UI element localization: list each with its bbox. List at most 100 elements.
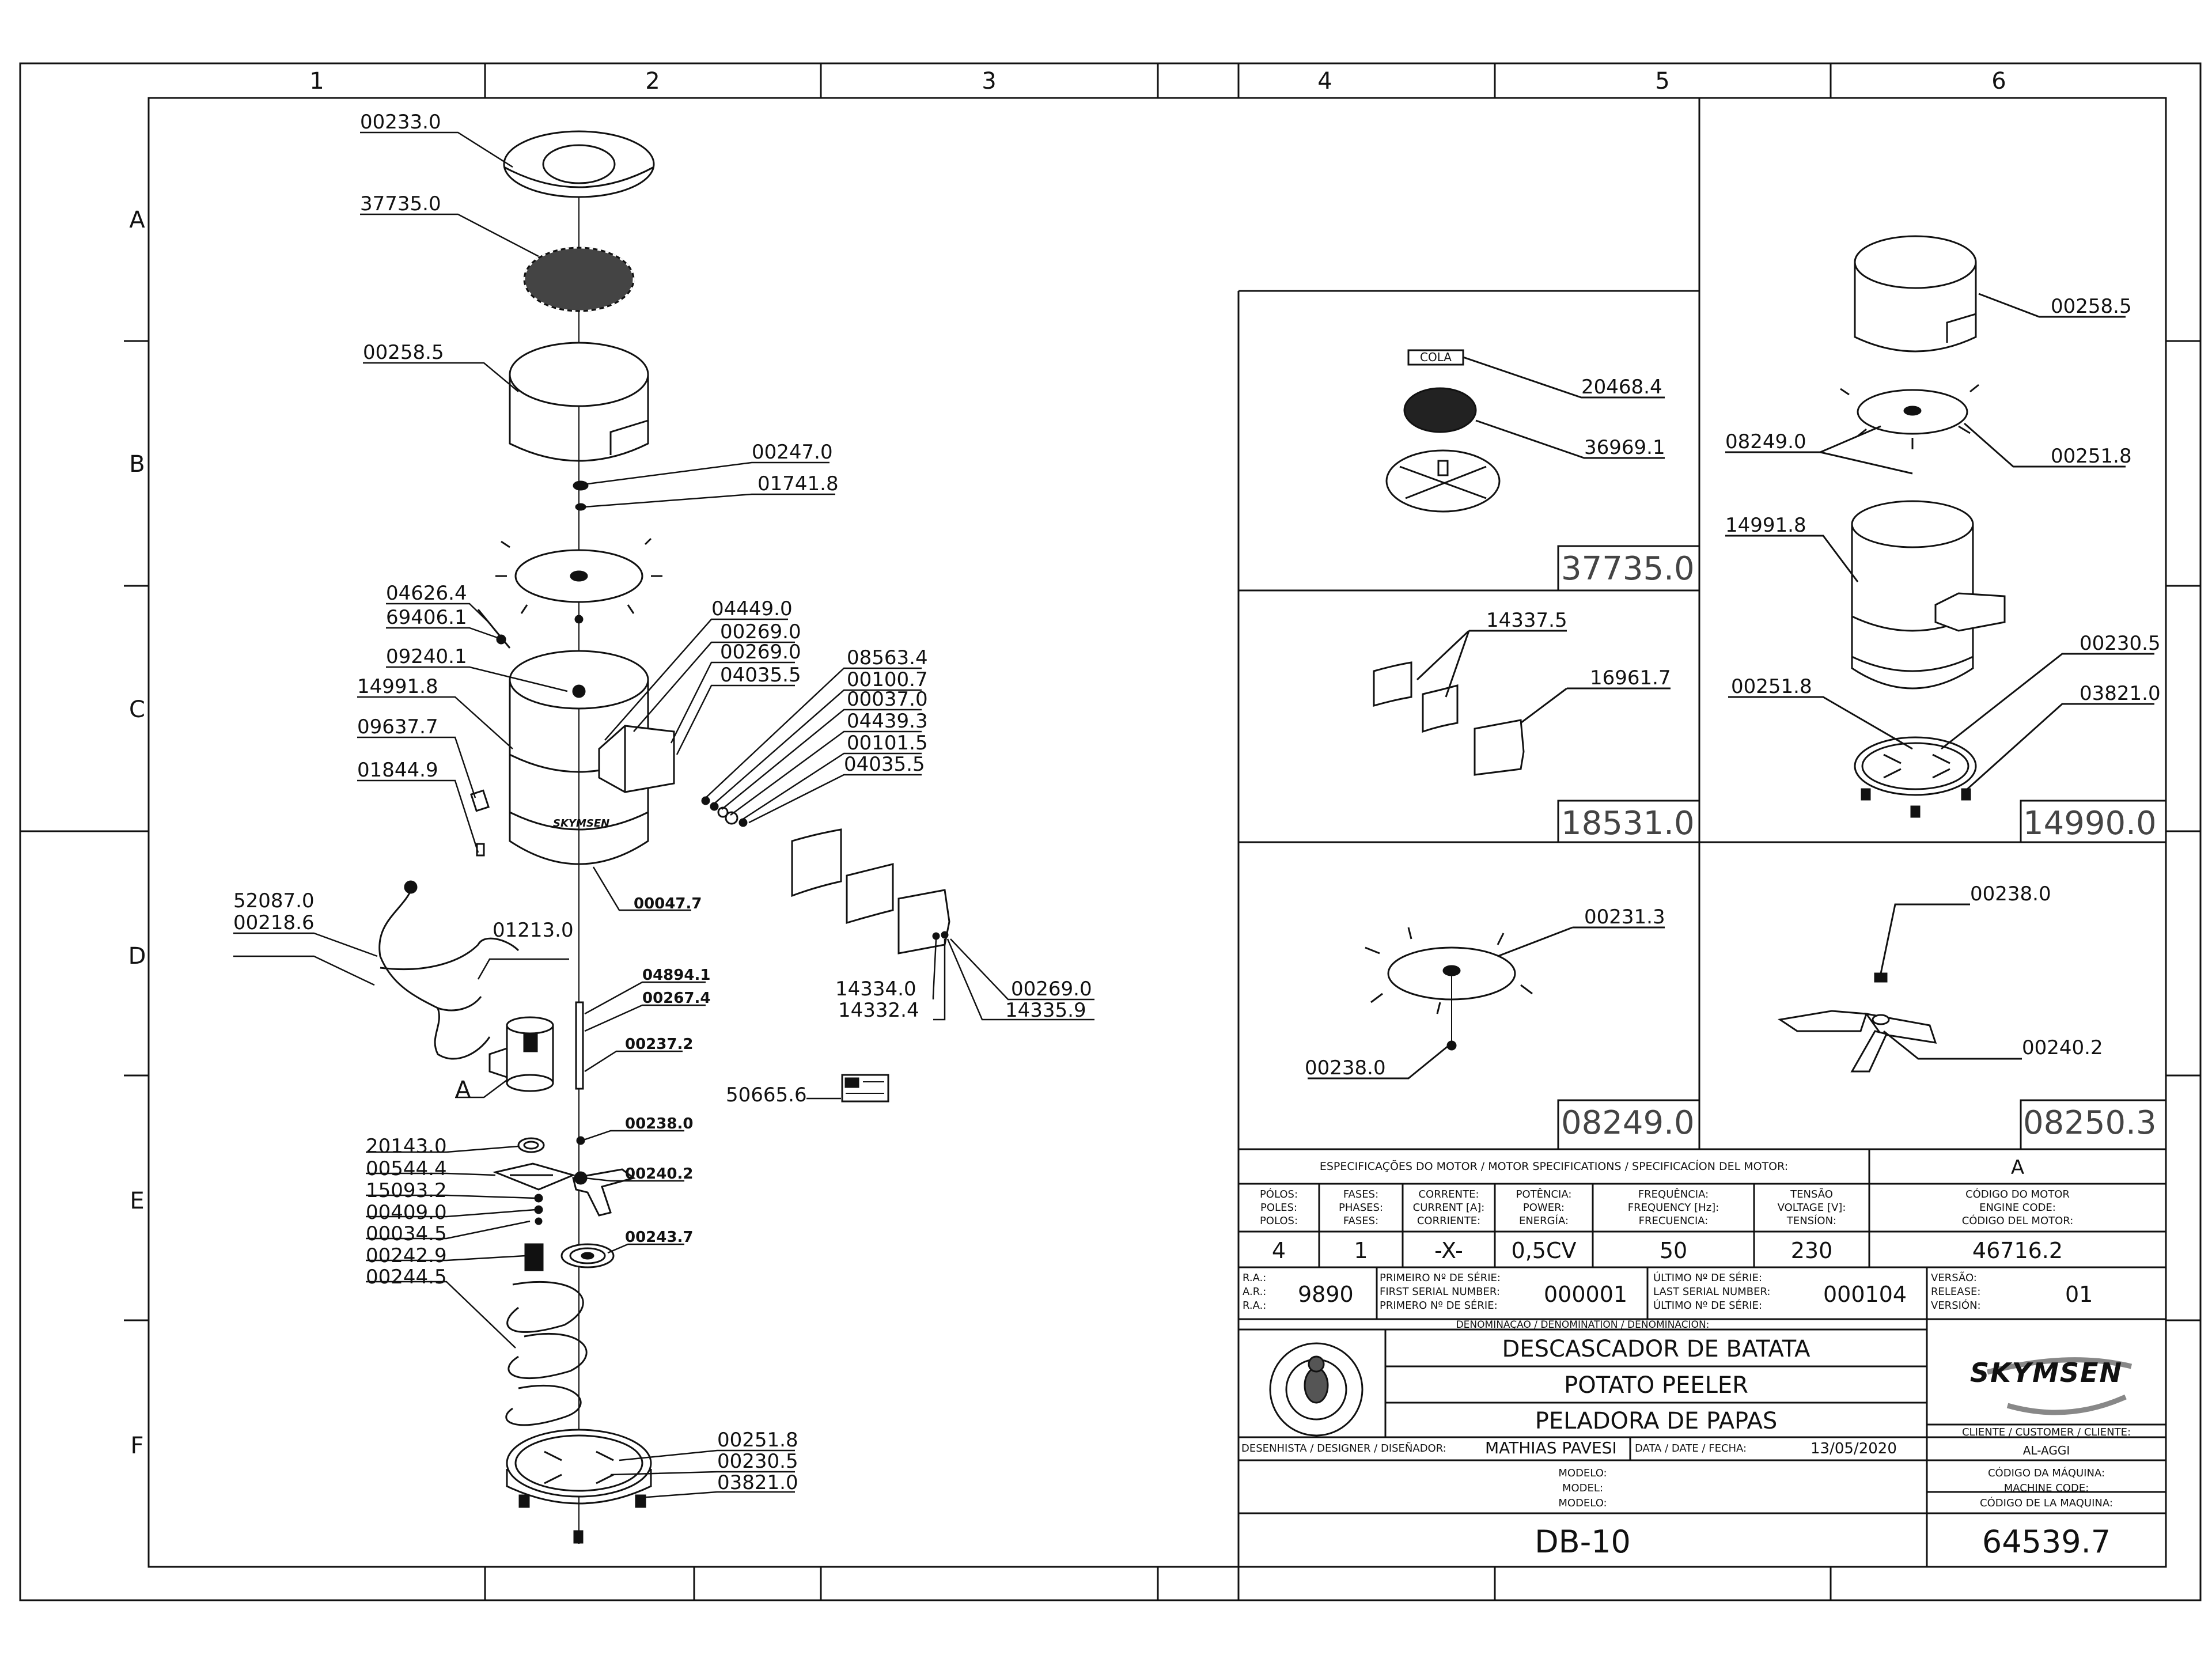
part-label: 00251.8	[2051, 445, 2132, 468]
grid-row-a: A	[129, 207, 145, 233]
label-first-serial: PRIMEIRO Nº DE SÉRIE:FIRST SERIAL NUMBER…	[1380, 1272, 1501, 1312]
grid-row-e: E	[130, 1188, 145, 1214]
product-name-pt: DESCASCADOR DE BATATA	[1502, 1336, 1810, 1362]
part-label: 00034.5	[366, 1222, 447, 1245]
part-label: 04626.4	[386, 582, 467, 605]
part-label: 20143.0	[366, 1135, 447, 1158]
part-label: 00100.7	[847, 668, 928, 691]
part-label: 00269.0	[720, 641, 801, 664]
part-label: 16961.7	[1590, 666, 1671, 690]
header-phases: FASES:PHASES:FASES:	[1339, 1188, 1383, 1227]
part-label: 50665.6	[726, 1084, 807, 1107]
label-ra: R.A.:A.R.:R.A.:	[1243, 1272, 1267, 1312]
header-power: POTÊNCIA:POWER:ENERGÍA:	[1516, 1188, 1572, 1227]
part-label: 04894.1	[642, 967, 711, 984]
svg-text:SKYMSEN: SKYMSEN	[553, 817, 609, 830]
designer-name: MATHIAS PAVESI	[1485, 1438, 1617, 1457]
part-label: 00238.0	[625, 1115, 694, 1132]
part-label: 04439.3	[847, 710, 928, 733]
grid-col-5: 5	[1655, 68, 1670, 94]
client-label: CLIENTE / CUSTOMER / CLIENTE:	[1961, 1426, 2131, 1438]
value-voltage: 230	[1790, 1238, 1833, 1263]
part-label: 00237.2	[625, 1036, 694, 1053]
part-label: 00218.6	[233, 911, 315, 934]
main-leader-lines	[233, 131, 1094, 1499]
motor-specs-header: ESPECIFICAÇÕES DO MOTOR / MOTOR SPECIFIC…	[1319, 1160, 1789, 1173]
part-label: 00269.0	[1011, 978, 1092, 1001]
outer-frame	[19, 62, 2202, 1601]
grid-col-6: 6	[1991, 68, 2006, 94]
part-label: 00238.0	[1970, 882, 2051, 906]
detail-37735-drawing	[1385, 349, 1665, 513]
header-frequency: FREQUÊNCIA:FREQUENCY [Hz]:FRECUENCIA:	[1627, 1188, 1719, 1227]
designer-label: DESENHISTA / DESIGNER / DISEÑADOR:	[1241, 1442, 1446, 1455]
label-last-serial: ÚLTIMO Nº DE SÉRIE:LAST SERIAL NUMBER:ÚL…	[1653, 1272, 1771, 1312]
part-label: 04035.5	[720, 664, 801, 687]
part-label: 00240.2	[625, 1165, 694, 1183]
part-label: 15093.2	[366, 1179, 447, 1202]
detail-14990-drawing	[1725, 235, 2154, 818]
part-label: 01213.0	[493, 919, 574, 942]
grid-col-4: 4	[1317, 68, 1332, 94]
part-label: 20468.4	[1581, 376, 1662, 399]
value-last-serial: 000104	[1823, 1282, 1907, 1307]
value-current: -X-	[1434, 1238, 1463, 1263]
part-label: 00231.3	[1584, 906, 1665, 929]
authorized-service-seal	[1269, 1342, 1363, 1437]
part-label: 00230.5	[2080, 632, 2161, 655]
part-label: 00544.4	[366, 1157, 447, 1180]
part-label: 04449.0	[711, 597, 793, 620]
part-label: 08249.0	[1725, 430, 1806, 453]
part-label: 00242.9	[366, 1244, 447, 1267]
date-value: 13/05/2020	[1810, 1440, 1897, 1457]
product-name-en: POTATO PEELER	[1564, 1372, 1748, 1399]
client-value: AL-AGGI	[2022, 1444, 2070, 1457]
date-label: DATA / DATE / FECHA:	[1635, 1442, 1747, 1455]
machine-code-value: 64539.7	[1982, 1524, 2111, 1560]
part-label: 00258.5	[363, 341, 444, 364]
value-version: 01	[2065, 1282, 2093, 1307]
part-label: 08563.4	[847, 646, 928, 669]
part-label: 00233.0	[360, 111, 441, 134]
grid-col-3: 3	[982, 68, 997, 94]
part-label: 01844.9	[357, 759, 438, 782]
detail-code: 18531.0	[1561, 805, 1695, 842]
detail-code: 08250.3	[2023, 1104, 2157, 1142]
value-power: 0,5CV	[1511, 1238, 1577, 1263]
part-label: 00243.7	[625, 1229, 694, 1246]
header-current: CORRENTE:CURRENT [A]:CORRIENTE:	[1412, 1188, 1485, 1227]
model-value: DB-10	[1535, 1524, 1631, 1560]
part-label: 04035.5	[844, 753, 925, 776]
part-label: 00409.0	[366, 1201, 447, 1224]
grid-row-d: D	[128, 943, 146, 969]
part-label: 09637.7	[357, 715, 438, 738]
part-label: 36969.1	[1584, 436, 1665, 459]
machine-code-labels: CÓDIGO DA MÁQUINA:MACHINE CODE:CÓDIGO DE…	[1980, 1467, 2113, 1509]
part-label: 69406.1	[386, 606, 467, 629]
part-label: 14991.8	[1725, 514, 1806, 537]
part-label: 00230.5	[717, 1450, 798, 1473]
part-label: 00251.8	[1731, 675, 1812, 698]
part-label: 00267.4	[642, 990, 711, 1007]
part-label: 14332.4	[838, 999, 919, 1022]
grid-col-1: 1	[309, 68, 324, 94]
detail-code: 14990.0	[2023, 805, 2157, 842]
detail-08249-drawing	[1308, 926, 1665, 1080]
part-label: 00251.8	[717, 1429, 798, 1452]
detail-18531-drawing	[1373, 630, 1671, 776]
grid-row-b: B	[129, 451, 145, 478]
label-version: VERSÃO:RELEASE:VERSIÓN:	[1931, 1272, 1981, 1312]
denomination-header: DENOMINAÇÃO / DENOMINATION / DENOMINACIÓ…	[1456, 1319, 1710, 1331]
detail-08250-drawing	[1778, 903, 2022, 1073]
part-label: 03821.0	[2080, 682, 2161, 705]
part-label: 01741.8	[757, 472, 839, 495]
detail-code: 37735.0	[1561, 550, 1695, 588]
detail-code: 08249.0	[1561, 1104, 1695, 1142]
grid-row-f: F	[130, 1433, 144, 1459]
model-labels: MODELO:MODEL:MODELO:	[1558, 1467, 1607, 1509]
value-engine-code: 46716.2	[1972, 1238, 2063, 1263]
grid-col-2: 2	[645, 68, 660, 94]
